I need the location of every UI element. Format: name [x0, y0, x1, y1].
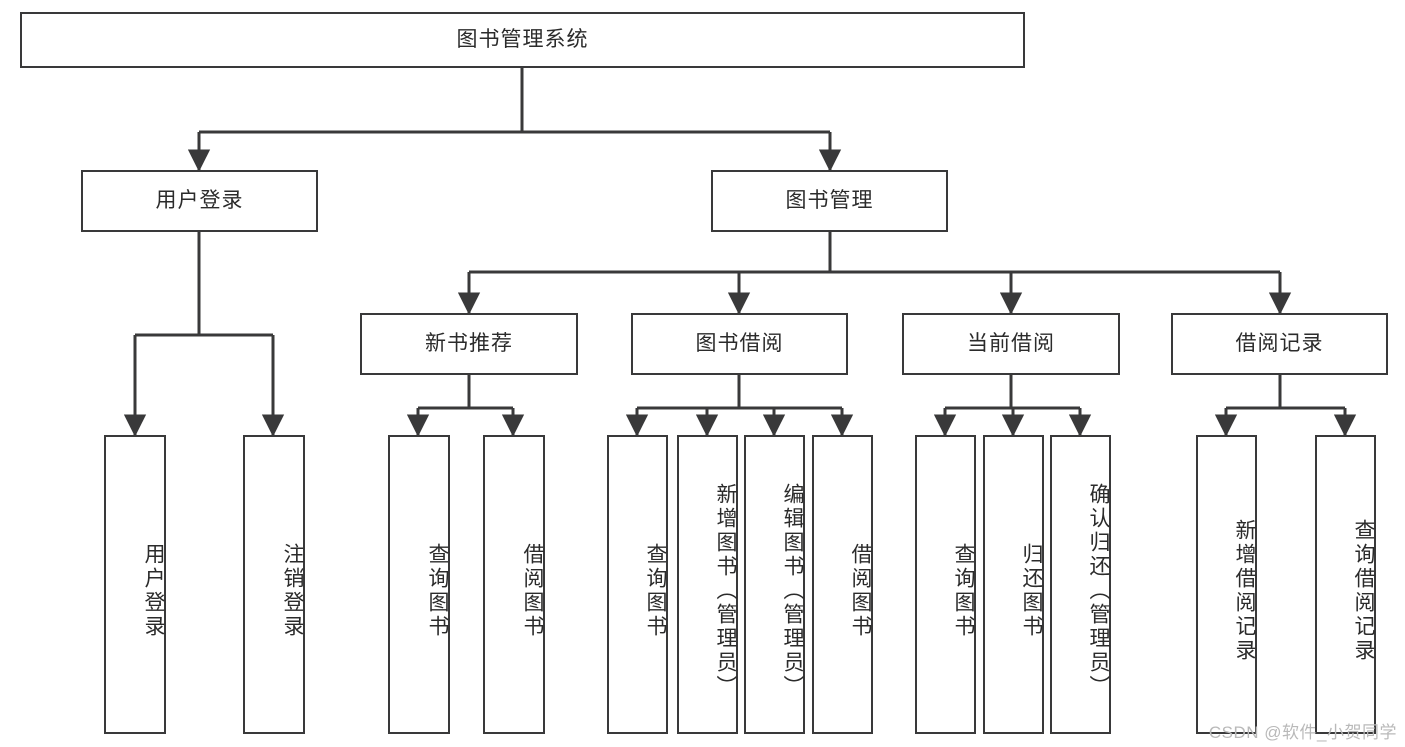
- node-current-borrow-label: 当前借阅: [967, 331, 1055, 355]
- node-book-management[interactable]: 图书管理: [711, 170, 948, 232]
- leaf-return-book-label: 归还图书: [1020, 542, 1043, 639]
- node-current-borrow[interactable]: 当前借阅: [902, 313, 1120, 375]
- node-root-label: 图书管理系统: [456, 27, 589, 51]
- leaf-query-book-newbook-label: 查询图书: [426, 542, 449, 639]
- leaf-return-book[interactable]: 归还图书: [983, 435, 1044, 734]
- leaf-borrow-book-newbook-label: 借阅图书: [521, 542, 544, 639]
- leaf-borrow-book-borrow[interactable]: 借阅图书: [812, 435, 873, 734]
- leaf-query-book-borrow[interactable]: 查询图书: [607, 435, 668, 734]
- leaf-query-book-current[interactable]: 查询图书: [915, 435, 976, 734]
- leaf-query-borrow-record[interactable]: 查询借阅记录: [1315, 435, 1376, 734]
- leaf-confirm-return-admin[interactable]: 确认归还（管理员）: [1050, 435, 1111, 734]
- leaf-add-book-admin-label: 新增图书（管理员）: [714, 482, 737, 699]
- leaf-logout-label: 注销登录: [281, 542, 304, 639]
- node-root[interactable]: 图书管理系统: [20, 12, 1025, 68]
- leaf-query-book-borrow-label: 查询图书: [644, 542, 667, 639]
- leaf-edit-book-admin[interactable]: 编辑图书（管理员）: [744, 435, 805, 734]
- leaf-borrow-book-newbook[interactable]: 借阅图书: [483, 435, 545, 734]
- csdn-watermark: CSDN @软件_小贺同学: [1208, 723, 1397, 742]
- node-user-login[interactable]: 用户登录: [81, 170, 318, 232]
- leaf-user-login[interactable]: 用户登录: [104, 435, 166, 734]
- node-borrow-records[interactable]: 借阅记录: [1171, 313, 1388, 375]
- node-user-login-label: 用户登录: [155, 188, 244, 212]
- node-book-borrow[interactable]: 图书借阅: [631, 313, 848, 375]
- node-new-book-recommend[interactable]: 新书推荐: [360, 313, 578, 375]
- leaf-query-book-newbook[interactable]: 查询图书: [388, 435, 450, 734]
- leaf-query-borrow-record-label: 查询借阅记录: [1352, 518, 1375, 663]
- leaf-edit-book-admin-label: 编辑图书（管理员）: [781, 482, 804, 699]
- leaf-confirm-return-admin-label: 确认归还（管理员）: [1087, 482, 1110, 699]
- node-new-book-recommend-label: 新书推荐: [425, 331, 513, 355]
- node-book-management-label: 图书管理: [785, 188, 874, 212]
- leaf-borrow-book-borrow-label: 借阅图书: [849, 542, 872, 639]
- leaf-add-borrow-record[interactable]: 新增借阅记录: [1196, 435, 1257, 734]
- leaf-logout[interactable]: 注销登录: [243, 435, 305, 734]
- leaf-add-borrow-record-label: 新增借阅记录: [1233, 518, 1256, 663]
- leaf-query-book-current-label: 查询图书: [952, 542, 975, 639]
- node-borrow-records-label: 借阅记录: [1235, 331, 1324, 355]
- node-book-borrow-label: 图书借阅: [695, 331, 784, 355]
- leaf-user-login-label: 用户登录: [142, 542, 165, 639]
- leaf-add-book-admin[interactable]: 新增图书（管理员）: [677, 435, 738, 734]
